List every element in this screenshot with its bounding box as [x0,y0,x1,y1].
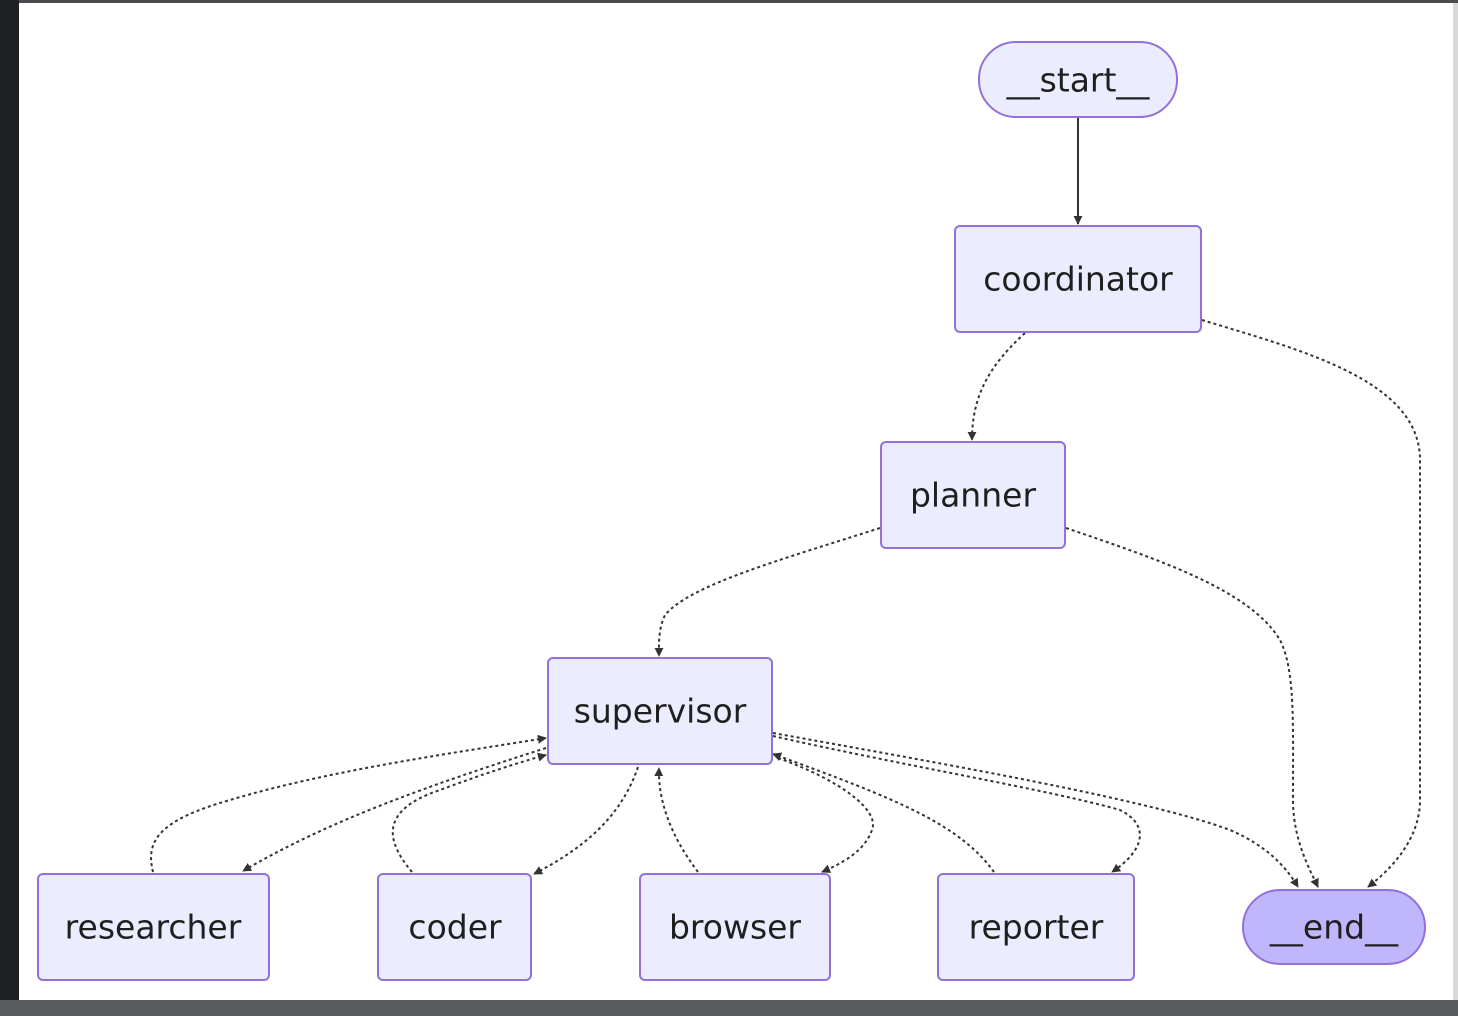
node-reporter[interactable]: reporter [937,873,1135,981]
edge-coder-supervisor [391,752,547,873]
window-left-border [0,0,19,1016]
edge-reporter-supervisor [772,752,995,873]
edge-supervisor-coder [533,766,639,875]
node-coder-label: coder [408,908,502,947]
edge-supervisor-reporter [772,735,1141,873]
node-reporter-label: reporter [969,908,1104,947]
edge-supervisor-end [772,732,1299,888]
window-top-border [0,0,1458,3]
diagram-canvas: __start__ coordinator planner supervisor… [19,3,1453,1000]
edge-supervisor-researcher [242,747,547,872]
edge-supervisor-browser [777,757,875,873]
node-end-label: __end__ [1269,908,1399,947]
graph-diagram: __start__ coordinator planner supervisor… [37,41,1426,981]
node-end[interactable]: __end__ [1242,889,1426,965]
node-researcher[interactable]: researcher [37,873,270,981]
node-browser-label: browser [669,908,801,947]
edge-planner-supervisor [654,527,881,657]
nodes-group: __start__ coordinator planner supervisor… [37,41,1426,981]
node-coordinator[interactable]: coordinator [954,225,1202,333]
window-bottom-border [0,1000,1458,1016]
node-start[interactable]: __start__ [978,41,1178,118]
node-coordinator-label: coordinator [983,260,1173,299]
node-planner[interactable]: planner [880,441,1066,549]
node-browser[interactable]: browser [639,873,831,981]
node-planner-label: planner [910,476,1036,515]
node-coder[interactable]: coder [377,873,532,981]
node-researcher-label: researcher [65,908,242,947]
edge-browser-supervisor [654,767,699,873]
edges-group [150,118,1421,888]
node-supervisor[interactable]: supervisor [547,657,773,765]
window-right-border [1453,3,1458,1000]
node-start-label: __start__ [1006,61,1150,100]
node-supervisor-label: supervisor [574,692,747,731]
edge-coordinator-planner [967,332,1026,441]
edge-planner-end [1065,527,1319,888]
edge-coordinator-end [1201,319,1421,888]
edge-researcher-supervisor [150,734,547,873]
